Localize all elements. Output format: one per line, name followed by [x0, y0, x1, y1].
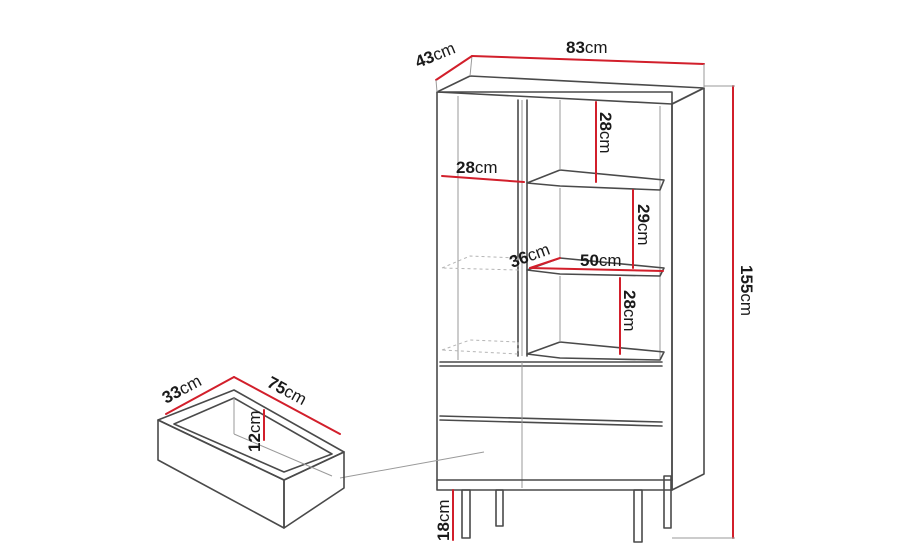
drawer-leader-line [339, 451, 485, 479]
shelf-depth-label: 36cm [507, 240, 553, 272]
drawer-detail [157, 376, 345, 529]
glass-shelf-left-upper [441, 255, 519, 271]
shelf-mid-label: 29cm [634, 204, 653, 246]
drawer-width-label: 75cm [264, 373, 310, 409]
cabinet [339, 75, 705, 543]
drawer-width-dim-line [233, 376, 341, 435]
drawer-side-face [283, 451, 345, 529]
glass-shelf-left-lower [441, 339, 519, 355]
dimension-labels: 43cm 83cm 155cm 28cm 28cm 29cm 36cm 50cm… [159, 38, 756, 541]
cabinet-top [436, 75, 705, 105]
shelf-upper [526, 100, 665, 191]
shelf-depth-dim-line [529, 257, 561, 269]
drawer-depth-label: 33cm [159, 371, 205, 407]
height-label: 155cm [737, 265, 756, 316]
legs [461, 475, 672, 543]
shelf-left-width-dim-line [441, 175, 525, 183]
width-label: 83cm [566, 38, 608, 57]
drawer-front-lower [439, 415, 663, 427]
drawer-depth-dim-line [165, 376, 235, 415]
depth-dim-line [435, 55, 473, 81]
shelf-width-dim-line [529, 267, 664, 272]
shelf-left-width-label: 28cm [456, 158, 498, 177]
cabinet-side [671, 87, 705, 491]
drawer-height-label: 12cm [245, 410, 264, 452]
shelf-top-label: 28cm [596, 112, 615, 154]
shelf-low-label: 28cm [620, 290, 639, 332]
shelf-lower [526, 276, 665, 361]
drawer-front-face [157, 419, 285, 529]
drawer-front-upper [439, 361, 663, 367]
center-divider [517, 99, 528, 357]
drawer-inner-rim [173, 397, 333, 473]
shelf-width-label: 50cm [580, 251, 622, 270]
width-dim-line [471, 55, 705, 65]
leg-height-label: 18cm [434, 499, 453, 541]
depth-label: 43cm [412, 39, 458, 72]
dimension-lines [435, 55, 735, 541]
